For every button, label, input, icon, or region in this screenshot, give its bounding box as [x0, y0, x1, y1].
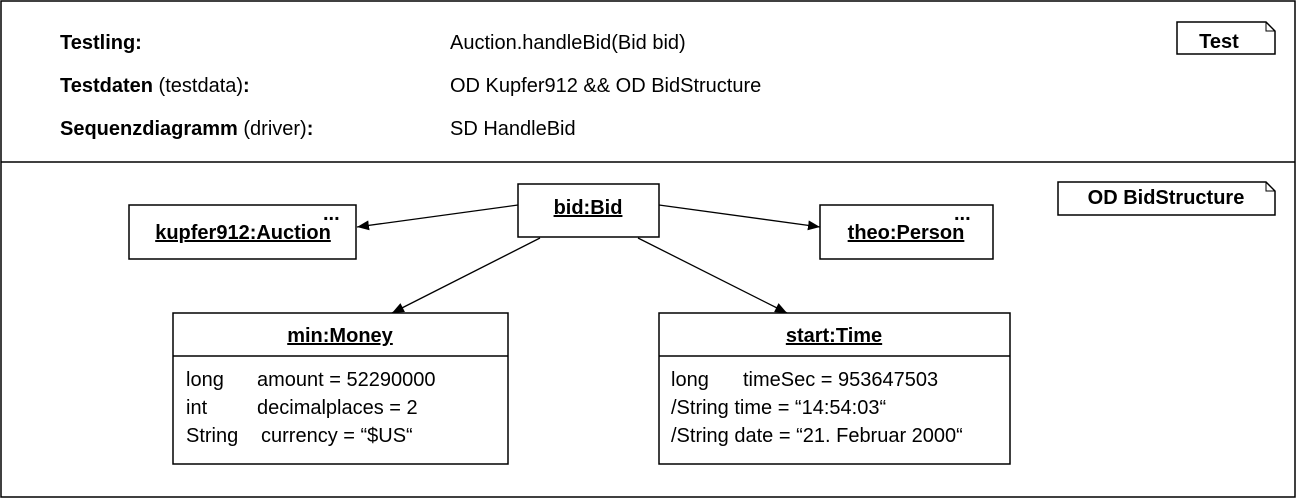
sequenz-paren: (driver) — [243, 118, 306, 140]
time-attr-decl: timeSec = 953647503 — [743, 369, 938, 391]
test-tag: Test — [1176, 21, 1276, 55]
time-attr-type: long — [671, 369, 709, 391]
link-bid-auction — [356, 204, 519, 231]
testling-value: Auction.handleBid(Bid bid) — [450, 32, 686, 54]
money-attr-decl: decimalplaces = 2 — [257, 397, 418, 419]
testdaten-label-line: Testdaten (testdata): — [60, 75, 250, 97]
object-money-name: min:Money — [287, 325, 393, 347]
money-attr-decl: amount = 52290000 — [257, 369, 436, 391]
sequenz-label-line: Sequenzdiagramm (driver): — [60, 118, 313, 140]
object-person-ellipsis: ... — [954, 203, 971, 225]
object-person: theo:Person ... — [819, 203, 994, 260]
object-money: min:Money long amount = 52290000 int dec… — [172, 312, 509, 465]
link-bid-time — [637, 237, 788, 314]
time-attr-decl: /String time = “14:54:03“ — [671, 397, 886, 419]
money-attr-type: String — [186, 425, 238, 447]
object-auction: kupfer912:Auction ... — [128, 203, 357, 260]
link-bid-money — [391, 237, 541, 314]
testdaten-paren: (testdata) — [159, 75, 243, 97]
money-attr-decl: currency = “$US“ — [261, 425, 413, 447]
od-tag-label: OD BidStructure — [1088, 187, 1245, 209]
link-bid-person — [658, 204, 821, 231]
object-time: start:Time long timeSec = 953647503 /Str… — [658, 312, 1011, 465]
object-auction-ellipsis: ... — [323, 203, 340, 225]
object-auction-name: kupfer912:Auction — [155, 222, 331, 244]
testling-label: Testling: — [60, 32, 142, 54]
od-tag: OD BidStructure — [1057, 181, 1276, 216]
object-bid: bid:Bid — [517, 183, 660, 238]
test-header: Testling: Auction.handleBid(Bid bid) Tes… — [60, 21, 1276, 140]
testdaten-label: Testdaten — [60, 75, 153, 97]
testdaten-value: OD Kupfer912 && OD BidStructure — [450, 75, 761, 97]
testdaten-colon: : — [243, 75, 250, 97]
object-diagram: OD BidStructure bid:Bid kupfer912:Auctio… — [128, 181, 1276, 465]
time-attr-decl: /String date = “21. Februar 2000“ — [671, 425, 963, 447]
sequenz-colon: : — [307, 118, 314, 140]
money-attr-type: int — [186, 397, 208, 419]
object-person-name: theo:Person — [848, 222, 965, 244]
sequenz-label: Sequenzdiagramm — [60, 118, 238, 140]
money-attr-type: long — [186, 369, 224, 391]
object-bid-name: bid:Bid — [554, 197, 623, 219]
object-time-name: start:Time — [786, 325, 882, 347]
test-tag-label: Test — [1199, 31, 1239, 53]
sequenz-value: SD HandleBid — [450, 118, 576, 140]
